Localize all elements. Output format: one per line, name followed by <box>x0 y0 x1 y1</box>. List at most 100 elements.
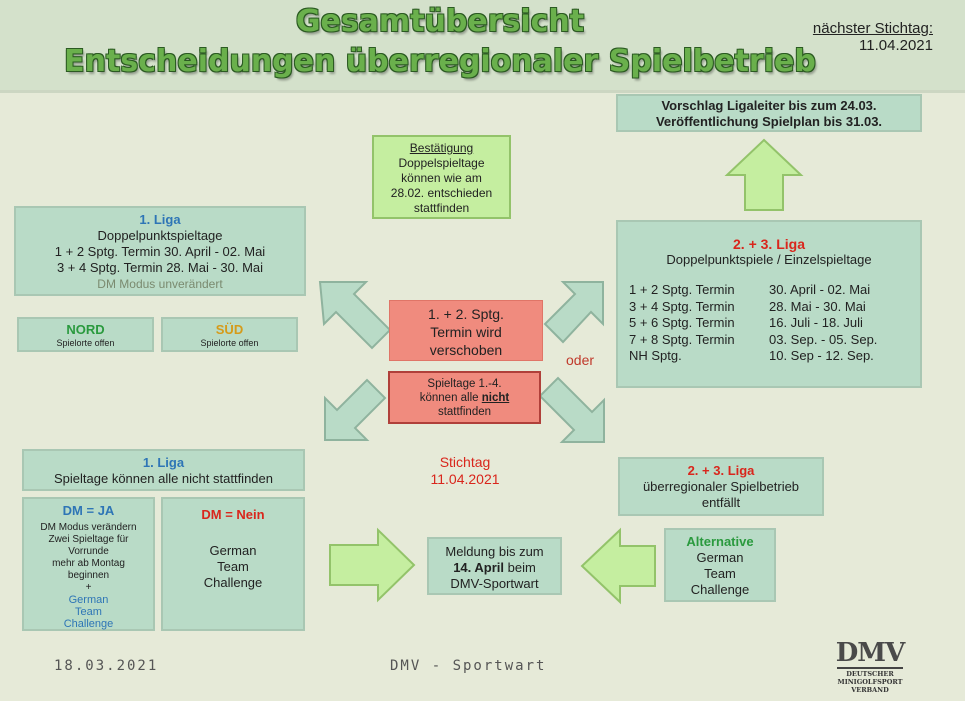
footer-date: 18.03.2021 <box>54 658 159 674</box>
arrow-upper-right <box>543 281 604 344</box>
dmv-logo: DMV DEUTSCHER MINIGOLFSPORT VERBAND <box>835 638 906 694</box>
nord-sub: Spielorte offen <box>56 338 115 348</box>
dm-ja-box: DM = JA DM Modus verändern Zwei Spieltag… <box>22 497 155 631</box>
schedule-row-2-date: 28. Mai - 30. Mai <box>769 298 866 314</box>
center2-line-2b: nicht <box>481 392 510 404</box>
liga1-top-line-2: 1 + 2 Sptg. Termin 30. April - 02. Mai <box>54 244 266 259</box>
meldung-line-2a: 14. April <box>453 560 505 575</box>
liga1-top-line-1: Doppelpunktspieltage <box>97 228 223 243</box>
stichtag-line-1: Stichtag <box>439 454 491 470</box>
footer-author: DMV - Sportwart <box>390 658 547 674</box>
center2-line-2: können alle nicht <box>390 391 539 405</box>
meldung-line-2: 14. April beim <box>429 560 560 576</box>
dm-nein-box: DM = Nein German Team Challenge <box>161 497 305 631</box>
dm-ja-line-1: DM Modus verändern <box>40 522 137 533</box>
liga23-bottom-box: 2. + 3. Liga überregionaler Spielbetrieb… <box>618 457 824 516</box>
liga23-top-box: 2. + 3. Liga Doppelpunktspiele / Einzels… <box>616 220 922 388</box>
alternative-box: Alternative German Team Challenge <box>664 528 776 602</box>
arrow-upper-left <box>318 281 392 350</box>
header-separator <box>0 90 965 93</box>
liga23-bottom-line-2: entfällt <box>701 495 741 510</box>
next-deadline: nächster Stichtag: 11.04.2021 <box>813 20 933 54</box>
title-line-2: Entscheidungen überregionaler Spielbetri… <box>64 44 816 79</box>
schedule-row-4-date: 03. Sep. - 05. Sep. <box>769 331 878 347</box>
dm-nein-line-2: Team <box>217 559 249 574</box>
header-band <box>0 0 965 90</box>
schedule-row-1-label: 1 + 2 Sptg. Termin <box>629 282 735 297</box>
liga23-schedule: 1 + 2 Sptg. Termin 30. April - 02. Mai 3 … <box>629 282 909 365</box>
liga23-top-subtitle: Doppelpunktspiele / Einzelspieltage <box>666 252 872 267</box>
dm-ja-gtc-2: Team <box>75 606 102 618</box>
dm-ja-line-5: beginnen <box>67 570 110 581</box>
dm-ja-line-2: Zwei Spieltage für <box>48 534 129 545</box>
center2-line-1: Spieltage 1.-4. <box>427 378 502 390</box>
liga23-bottom-line-1: überregionaler Spielbetrieb <box>642 479 800 494</box>
schedule-row-5-label: NH Sptg. <box>629 348 682 363</box>
dm-nein-title: DM = Nein <box>201 507 265 522</box>
liga1-top-title: 1. Liga <box>139 212 181 227</box>
alternative-title: Alternative <box>686 534 754 549</box>
dm-ja-line-4: mehr ab Montag <box>52 558 125 569</box>
dm-ja-title: DM = JA <box>62 503 115 518</box>
vorschlag-box: Vorschlag Ligaleiter bis zum 24.03. Verö… <box>616 94 922 132</box>
arrow-left-to-meldung <box>580 527 656 605</box>
center2-line-3: stattfinden <box>437 406 492 418</box>
liga23-top-title: 2. + 3. Liga <box>733 236 805 252</box>
liga23-bottom-title: 2. + 3. Liga <box>687 463 755 478</box>
bestaetigung-line-3: 28.02. entschieden <box>390 186 493 200</box>
center-line-2: Termin wird <box>430 324 502 340</box>
logo-rule <box>837 667 903 669</box>
logo-line-2: MINIGOLFSPORT <box>837 678 903 686</box>
schedule-row-2-label: 3 + 4 Sptg. Termin <box>629 298 735 314</box>
alternative-line-2: Team <box>704 566 736 581</box>
vorschlag-line-1: Vorschlag Ligaleiter bis zum 24.03. <box>661 98 877 113</box>
meldung-box: Meldung bis zum 14. April beim DMV-Sport… <box>427 537 562 595</box>
next-deadline-label: nächster Stichtag: <box>812 20 933 37</box>
schedule-row-5-date: 10. Sep - 12. Sep. <box>769 348 874 363</box>
center2-line-2a: können alle <box>419 392 482 404</box>
dm-ja-line-3: Vorrunde <box>68 546 109 557</box>
center-nicht-box: Spieltage 1.-4. können alle nicht stattf… <box>388 371 541 424</box>
dm-ja-gtc-3: Challenge <box>63 618 114 630</box>
meldung-line-3: DMV-Sportwart <box>450 576 539 591</box>
liga1-bottom-line-1: Spieltage können alle nicht stattfinden <box>54 471 273 486</box>
bestaetigung-box: Bestätigung Doppelspieltage können wie a… <box>372 135 511 219</box>
liga1-top-line-3: 3 + 4 Sptg. Termin 28. Mai - 30. Mai <box>56 260 264 275</box>
title-line-1: Gesamtübersicht <box>295 4 585 39</box>
arrow-lower-right <box>538 376 605 443</box>
sued-title: SÜD <box>215 322 244 337</box>
schedule-row-1-date: 30. April - 02. Mai <box>769 282 871 297</box>
schedule-row-4-label: 7 + 8 Sptg. Termin <box>629 331 735 347</box>
meldung-line-1: Meldung bis zum <box>445 544 544 559</box>
dm-nein-line-3: Challenge <box>203 575 263 590</box>
schedule-row-3-label: 5 + 6 Sptg. Termin <box>629 315 735 330</box>
alternative-line-3: Challenge <box>690 582 750 597</box>
logo-line-1: DEUTSCHER <box>846 670 894 678</box>
arrow-right-to-meldung <box>329 527 416 603</box>
vorschlag-line-2: Veröffentlichung Spielplan bis 31.03. <box>655 114 883 129</box>
dm-ja-gtc-1: German <box>68 594 109 606</box>
logo-line-3: VERBAND <box>851 686 889 694</box>
dm-ja-line-6: + <box>85 582 92 593</box>
meldung-line-2b: beim <box>504 560 536 575</box>
sued-sub: Spielorte offen <box>200 338 259 348</box>
liga1-top-line-4: DM Modus unverändert <box>97 277 223 291</box>
liga1-bottom-title: 1. Liga <box>142 455 185 470</box>
stichtag-line-2: 11.04.2021 <box>430 471 500 487</box>
logo-caption: DEUTSCHER MINIGOLFSPORT VERBAND <box>835 670 905 694</box>
up-arrow <box>724 138 804 211</box>
bestaetigung-line-1: Doppelspieltage <box>398 156 485 170</box>
liga1-bottom-box: 1. Liga Spieltage können alle nicht stat… <box>22 449 305 491</box>
bestaetigung-line-4: stattfinden <box>413 201 470 215</box>
center-line-1: 1. + 2. Sptg. <box>428 306 504 322</box>
oder-label: oder <box>566 352 595 368</box>
stichtag-label: Stichtag 11.04.2021 <box>405 454 525 488</box>
liga1-top-box: 1. Liga Doppelpunktspieltage 1 + 2 Sptg.… <box>14 206 306 296</box>
center-verschoben-box: 1. + 2. Sptg. Termin wird verschoben <box>389 300 543 361</box>
logo-text: DMV <box>835 638 906 668</box>
next-deadline-date: 11.04.2021 <box>859 37 933 54</box>
bestaetigung-line-2: können wie am <box>401 171 482 185</box>
arrow-lower-left <box>324 378 387 441</box>
dm-nein-line-1: German <box>209 543 257 558</box>
